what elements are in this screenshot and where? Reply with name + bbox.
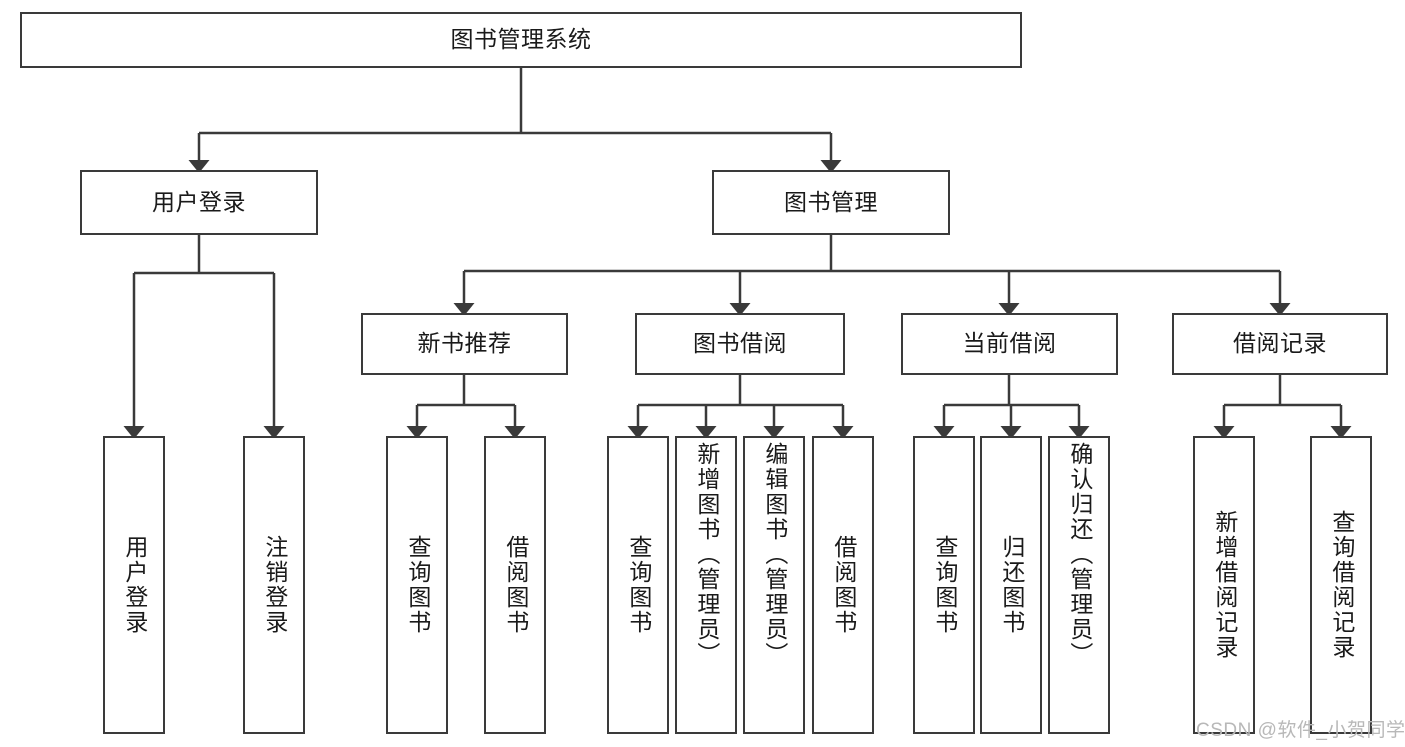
node-leaf-query-borrow-record[interactable]: 查询借阅记录: [1310, 436, 1372, 734]
node-current-borrow[interactable]: 当前借阅: [901, 313, 1118, 375]
node-leaf-logout-login[interactable]: 注销登录: [243, 436, 305, 734]
node-label: 借阅图书: [830, 535, 857, 635]
node-label: 用户登录: [121, 535, 148, 635]
node-root-book-management-system[interactable]: 图书管理系统: [20, 12, 1022, 68]
node-label: 查询图书: [931, 535, 958, 635]
node-leaf-add-borrow-record[interactable]: 新增借阅记录: [1193, 436, 1255, 734]
node-label: 借阅图书: [502, 535, 529, 635]
node-leaf-query-book-borrow[interactable]: 查询图书: [607, 436, 669, 734]
node-label: 归还图书: [998, 535, 1025, 635]
node-label: 编辑图书（管理员）: [761, 442, 788, 667]
node-label: 图书管理: [784, 188, 878, 215]
node-leaf-user-login[interactable]: 用户登录: [103, 436, 165, 734]
node-label: 用户登录: [152, 188, 246, 215]
node-label: 图书管理系统: [450, 26, 592, 53]
node-label: 图书借阅: [693, 330, 787, 357]
node-leaf-add-book[interactable]: 新增图书（管理员）: [675, 436, 737, 734]
node-label: 新书推荐: [417, 330, 512, 357]
node-leaf-query-book-recommend[interactable]: 查询图书: [386, 436, 448, 734]
node-label: 查询图书: [404, 535, 431, 635]
node-new-book-recommend[interactable]: 新书推荐: [361, 313, 568, 375]
node-label: 确认归还（管理员）: [1066, 442, 1093, 667]
node-leaf-query-book-current[interactable]: 查询图书: [913, 436, 975, 734]
node-leaf-return-book[interactable]: 归还图书: [980, 436, 1042, 734]
node-leaf-borrow-book[interactable]: 借阅图书: [812, 436, 874, 734]
node-borrow-record[interactable]: 借阅记录: [1172, 313, 1388, 375]
node-leaf-confirm-return[interactable]: 确认归还（管理员）: [1048, 436, 1110, 734]
node-label: 当前借阅: [962, 330, 1057, 357]
node-label: 新增图书（管理员）: [693, 442, 720, 667]
node-label: 查询借阅记录: [1328, 510, 1355, 660]
node-book-management[interactable]: 图书管理: [712, 170, 950, 235]
node-label: 借阅记录: [1233, 330, 1327, 357]
node-label: 查询图书: [625, 535, 652, 635]
node-label: 注销登录: [261, 535, 288, 635]
node-user-login[interactable]: 用户登录: [80, 170, 318, 235]
node-label: 新增借阅记录: [1211, 510, 1238, 660]
node-book-borrow[interactable]: 图书借阅: [635, 313, 845, 375]
node-leaf-edit-book[interactable]: 编辑图书（管理员）: [743, 436, 805, 734]
node-leaf-borrow-book-recommend[interactable]: 借阅图书: [484, 436, 546, 734]
